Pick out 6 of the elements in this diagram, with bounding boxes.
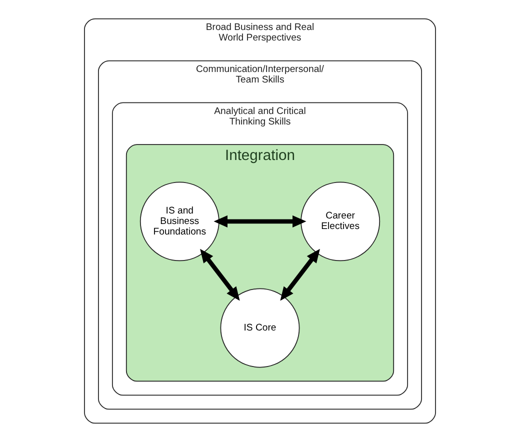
arrow (280, 248, 320, 301)
node-circle: Career Electives (300, 182, 380, 262)
node-circle: IS and Business Foundations (139, 182, 219, 262)
arrow (213, 215, 306, 228)
arrow (200, 248, 240, 301)
node-circle: IS Core (220, 288, 300, 368)
